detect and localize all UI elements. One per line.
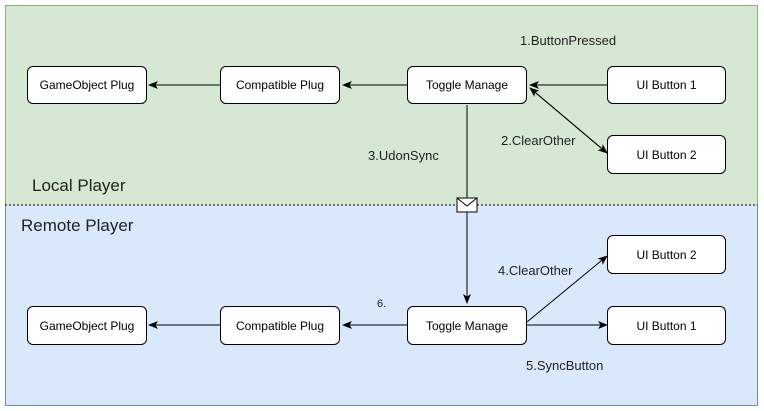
- node-remote-toggle-manage: Toggle Manage: [407, 306, 527, 345]
- node-local-gameobject-plug: GameObject Plug: [27, 66, 147, 104]
- node-remote-gameobject-plug: GameObject Plug: [27, 306, 147, 345]
- node-local-ui-button-1: UI Button 1: [607, 66, 726, 104]
- label-clear-other-local: 2.ClearOther: [501, 133, 576, 148]
- remote-player-label: Remote Player: [21, 216, 134, 235]
- local-player-label: Local Player: [32, 176, 126, 195]
- label-udon-sync: 3.UdonSync: [368, 148, 439, 163]
- node-local-compatible-plug: Compatible Plug: [220, 66, 340, 104]
- node-remote-ui-button-2: UI Button 2: [607, 235, 726, 274]
- label-button-pressed: 1.ButtonPressed: [520, 33, 617, 48]
- node-remote-ui-button-1: UI Button 1: [607, 306, 726, 345]
- label-sync-button: 5.SyncButton: [526, 358, 604, 373]
- envelope-icon: [456, 197, 478, 213]
- label-clear-other-remote: 4.ClearOther: [498, 263, 573, 278]
- node-remote-compatible-plug: Compatible Plug: [220, 306, 340, 345]
- node-local-ui-button-2: UI Button 2: [607, 135, 726, 174]
- edge-toggle-to-ui2-remote: [526, 255, 608, 323]
- label-step-6: 6.: [377, 298, 387, 310]
- edge-ui2-to-toggle-local: [529, 87, 608, 154]
- node-local-toggle-manage: Toggle Manage: [407, 66, 527, 104]
